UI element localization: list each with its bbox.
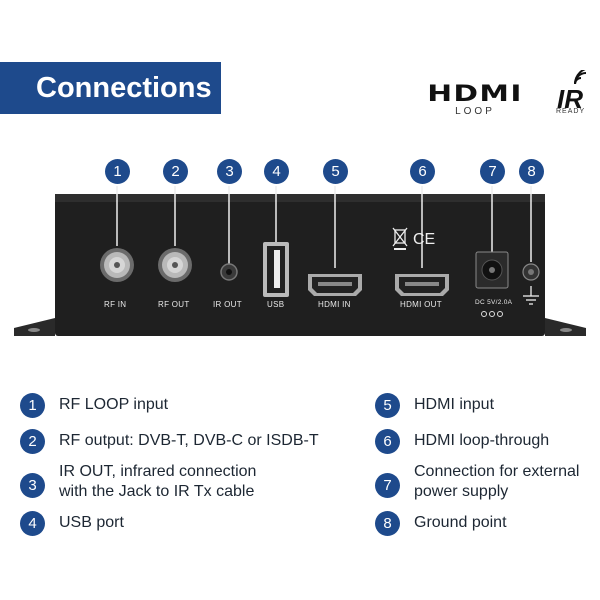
connections-banner: Connections	[0, 62, 221, 114]
hdmi-logo-word: HDMI	[401, 84, 550, 106]
legend-badge-4: 4	[20, 511, 45, 536]
legend-badge-6: 6	[375, 429, 400, 454]
legend-text-3-line1: IR OUT, infrared connection	[59, 462, 256, 482]
hdmi-in-port	[308, 274, 362, 296]
ir-out-jack	[221, 264, 237, 280]
port-number-7: 7	[480, 159, 505, 184]
legend-text-7-line1: Connection for external	[414, 462, 579, 482]
legend-text-2: RF output: DVB-T, DVB-C or ISDB-T	[59, 431, 319, 451]
right-mounting-ear	[545, 318, 586, 336]
legend-item-6: 6 HDMI loop-through	[375, 429, 549, 454]
port-number-5: 5	[323, 159, 348, 184]
legend-item-4: 4 USB port	[20, 511, 124, 536]
hdmi-logo-sub: LOOP	[420, 106, 530, 117]
device-rear-panel: CE 1 2 3 4	[0, 150, 600, 350]
legend-text-4: USB port	[59, 513, 124, 533]
ir-logo-sub: READY	[556, 108, 585, 115]
legend-text-8: Ground point	[414, 513, 507, 533]
legend-text-7-line2: power supply	[414, 482, 579, 502]
usb-port	[263, 242, 289, 297]
legend-item-1: 1 RF LOOP input	[20, 393, 168, 418]
port-label-usb: USB	[267, 300, 284, 309]
legend-text-5: HDMI input	[414, 395, 494, 415]
legend-item-5: 5 HDMI input	[375, 393, 494, 418]
legend-item-8: 8 Ground point	[375, 511, 507, 536]
legend-badge-2: 2	[20, 429, 45, 454]
legend-badge-7: 7	[375, 473, 400, 498]
port-label-dc: DC 5V/2.0A	[475, 299, 512, 306]
legend-item-3: 3 IR OUT, infrared connection with the J…	[20, 468, 256, 502]
page-title: Connections	[36, 72, 212, 104]
port-number-6: 6	[410, 159, 435, 184]
legend-badge-1: 1	[20, 393, 45, 418]
rf-in-connector	[100, 248, 134, 282]
legend-badge-5: 5	[375, 393, 400, 418]
legend-badge-8: 8	[375, 511, 400, 536]
dc-power-jack	[476, 252, 508, 288]
legend-text-3: IR OUT, infrared connection with the Jac…	[59, 462, 256, 502]
legend-text-7: Connection for external power supply	[414, 462, 579, 502]
hdmi-out-port	[395, 274, 449, 296]
left-mounting-ear	[14, 318, 55, 336]
ground-point	[523, 264, 539, 280]
port-label-ir-out: IR OUT	[213, 300, 242, 309]
hdmi-loop-logo: HDMI LOOP	[420, 84, 530, 120]
ce-mark: CE	[413, 231, 435, 248]
legend-text-3-line2: with the Jack to IR Tx cable	[59, 482, 256, 502]
legend-text-1: RF LOOP input	[59, 395, 168, 415]
port-number-1: 1	[105, 159, 130, 184]
port-number-8: 8	[519, 159, 544, 184]
rf-out-connector	[158, 248, 192, 282]
port-number-2: 2	[163, 159, 188, 184]
port-label-hdmi-in: HDMI IN	[318, 300, 351, 309]
port-number-3: 3	[217, 159, 242, 184]
port-label-rf-out: RF OUT	[158, 300, 190, 309]
port-number-4: 4	[264, 159, 289, 184]
legend-text-6: HDMI loop-through	[414, 431, 549, 451]
legend-badge-3: 3	[20, 473, 45, 498]
legend-item-7: 7 Connection for external power supply	[375, 468, 579, 502]
port-label-rf-in: RF IN	[104, 300, 126, 309]
legend-item-2: 2 RF output: DVB-T, DVB-C or ISDB-T	[20, 429, 319, 454]
port-label-hdmi-out: HDMI OUT	[400, 300, 442, 309]
ir-ready-logo: IR READY	[555, 70, 599, 120]
